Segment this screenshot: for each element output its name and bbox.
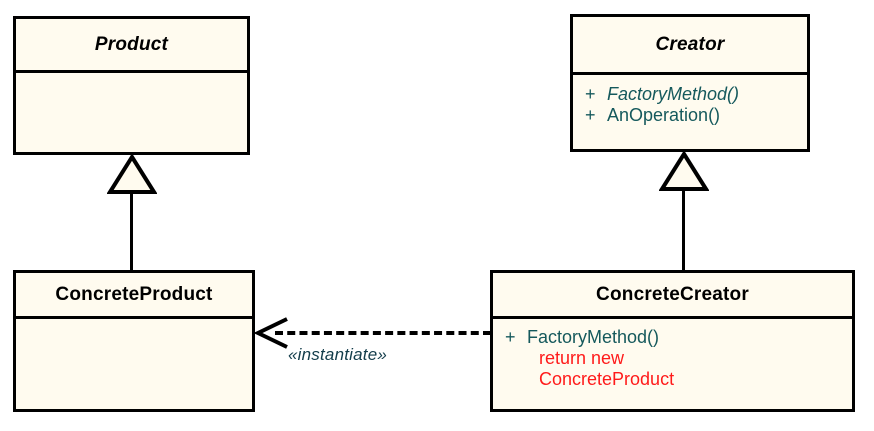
class-member-note-line: return new bbox=[539, 348, 625, 368]
generalization-line-product bbox=[130, 190, 133, 272]
class-member-row[interactable]: + FactoryMethod() bbox=[493, 327, 852, 348]
member-visibility: + bbox=[585, 84, 596, 104]
dependency-line-instantiate bbox=[275, 331, 491, 335]
class-box-creator[interactable]: Creator + FactoryMethod() + AnOperation(… bbox=[570, 14, 810, 152]
class-name-product: Product bbox=[94, 33, 169, 55]
class-name-concrete-creator: ConcreteCreator bbox=[596, 283, 749, 305]
class-member-row[interactable]: + FactoryMethod() bbox=[573, 84, 807, 105]
class-box-concrete-product[interactable]: ConcreteProduct bbox=[13, 270, 255, 412]
class-box-product[interactable]: Product bbox=[13, 16, 250, 155]
class-members-compartment-product bbox=[16, 70, 247, 152]
class-name-compartment-concrete-creator: ConcreteCreator bbox=[493, 273, 852, 316]
class-box-concrete-creator[interactable]: ConcreteCreator + FactoryMethod() return… bbox=[490, 270, 855, 412]
class-name-compartment-creator: Creator bbox=[573, 17, 807, 72]
class-members-compartment-concrete-creator: + FactoryMethod() return new ConcretePro… bbox=[493, 316, 852, 409]
generalization-line-creator bbox=[682, 187, 685, 272]
member-signature: FactoryMethod() bbox=[527, 327, 660, 347]
dependency-stereotype-label: «instantiate» bbox=[288, 345, 388, 364]
class-members-compartment-creator: + FactoryMethod() + AnOperation() bbox=[573, 72, 807, 149]
member-signature: FactoryMethod() bbox=[607, 84, 740, 104]
member-signature: AnOperation() bbox=[607, 105, 721, 125]
class-member-row[interactable]: + AnOperation() bbox=[573, 105, 807, 126]
class-member-note-line: ConcreteProduct bbox=[539, 369, 675, 389]
dependency-arrowhead-instantiate bbox=[254, 315, 290, 351]
class-name-concrete-product: ConcreteProduct bbox=[55, 283, 213, 305]
member-visibility: + bbox=[585, 105, 596, 125]
class-members-compartment-concrete-product bbox=[16, 316, 252, 409]
member-visibility: + bbox=[505, 327, 516, 347]
class-name-creator: Creator bbox=[655, 33, 725, 55]
class-name-compartment-concrete-product: ConcreteProduct bbox=[16, 273, 252, 316]
class-name-compartment-product: Product bbox=[16, 19, 247, 70]
